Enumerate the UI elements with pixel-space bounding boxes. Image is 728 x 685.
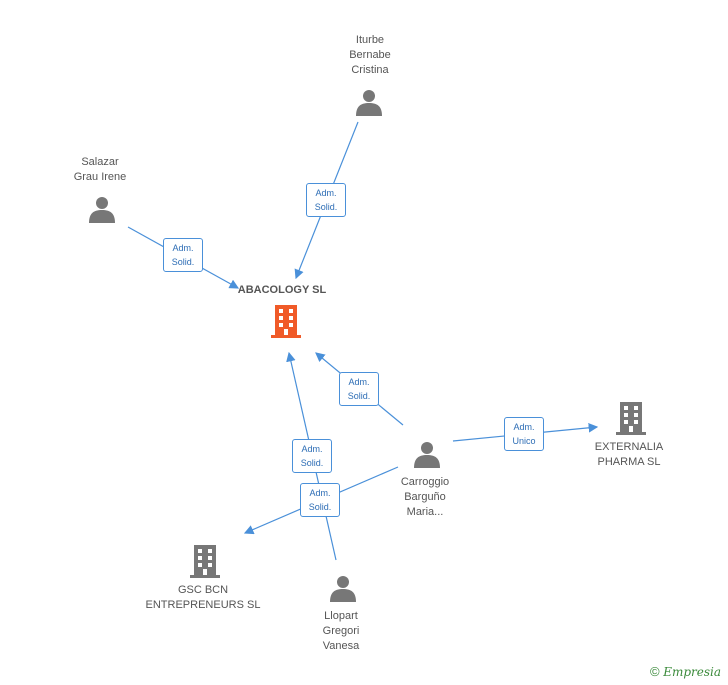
node-label-iturbe[interactable]: Iturbe Bernabe Cristina bbox=[349, 34, 391, 76]
edge-label-carroggio-gsc: Adm. Solid. bbox=[300, 483, 340, 517]
main-company-name[interactable]: ABACOLOGY SL bbox=[237, 284, 327, 296]
node-label-llopart[interactable]: Llopart Gregori Vanesa bbox=[322, 610, 360, 652]
node-label-carroggio[interactable]: Carroggio Barguño Maria... bbox=[400, 476, 450, 518]
node-label-salazar[interactable]: Salazar Grau Irene bbox=[73, 156, 127, 183]
building-icon[interactable] bbox=[189, 544, 221, 578]
edge-label-carroggio-main: Adm. Solid. bbox=[339, 372, 379, 406]
person-icon[interactable] bbox=[88, 195, 116, 223]
person-icon[interactable] bbox=[329, 574, 357, 602]
brand-logo: Empresia bbox=[663, 665, 722, 679]
node-label-externalia[interactable]: EXTERNALIA PHARMA SL bbox=[594, 441, 664, 468]
edge-label-carroggio-externalia: Adm. Unico bbox=[504, 417, 544, 451]
building-icon[interactable] bbox=[270, 304, 302, 338]
copyright-icon: © bbox=[650, 664, 660, 679]
edge-label-salazar-main: Adm. Solid. bbox=[163, 238, 203, 272]
footer-credit[interactable]: © Empresia bbox=[650, 664, 721, 679]
edge-label-llopart-main: Adm. Solid. bbox=[292, 439, 332, 473]
person-icon[interactable] bbox=[413, 440, 441, 468]
person-icon[interactable] bbox=[355, 88, 383, 116]
node-label-gsc[interactable]: GSC BCN ENTREPRENEURS SL bbox=[145, 584, 261, 611]
edge-label-iturbe-main: Adm. Solid. bbox=[306, 183, 346, 217]
building-icon[interactable] bbox=[615, 401, 647, 435]
